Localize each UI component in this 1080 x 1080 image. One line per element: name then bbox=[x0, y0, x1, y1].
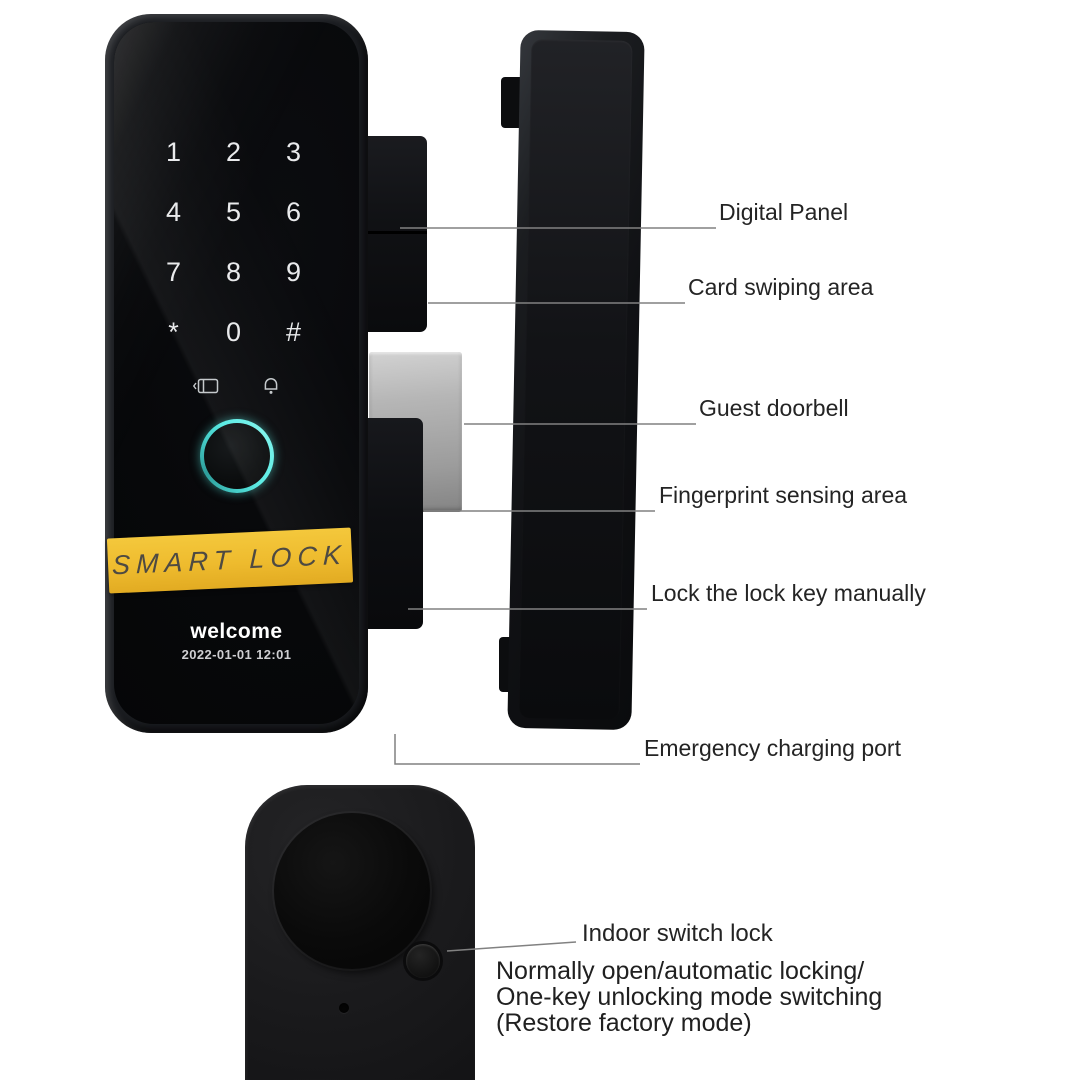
keypad-key: * bbox=[168, 316, 180, 347]
lock-front-glass-panel: 1 2 3 4 5 6 7 8 9 * 0 # bbox=[114, 22, 359, 724]
doorbell-icon bbox=[261, 377, 281, 395]
lower-latch-bolt bbox=[366, 418, 423, 629]
callout-mode-switching: Normally open/automatic locking/ One-key… bbox=[496, 958, 882, 1036]
brand-sticker: SMART LOCK bbox=[106, 527, 354, 594]
reset-pinhole bbox=[339, 1003, 349, 1013]
callout-indoor-switch-lock: Indoor switch lock bbox=[582, 920, 773, 947]
mode-switch-line-1: Normally open/automatic locking/ bbox=[496, 957, 865, 985]
keypad-key: 9 bbox=[285, 256, 303, 287]
keypad-key: 2 bbox=[225, 136, 243, 167]
callout-emergency-charging-port: Emergency charging port bbox=[644, 735, 901, 761]
callout-guest-doorbell: Guest doorbell bbox=[699, 395, 849, 421]
keypad-key: 5 bbox=[225, 196, 243, 227]
mode-switch-line-3: (Restore factory mode) bbox=[496, 1009, 752, 1037]
keypad-key: 8 bbox=[225, 256, 243, 287]
mode-switch-line-2: One-key unlocking mode switching bbox=[496, 983, 883, 1011]
keypad-key: # bbox=[285, 316, 303, 347]
thumb-turn-knob bbox=[274, 813, 430, 969]
callout-manual-lock-key: Lock the lock key manually bbox=[651, 580, 926, 606]
side-mount-tab-top bbox=[501, 77, 521, 128]
digital-keypad: 1 2 3 4 5 6 7 8 9 * 0 # bbox=[144, 122, 324, 362]
callout-fingerprint-sensing-area: Fingerprint sensing area bbox=[659, 482, 908, 508]
keypad-key: 6 bbox=[285, 196, 303, 227]
brand-label: SMART LOCK bbox=[112, 539, 348, 581]
indoor-panel-closeup bbox=[245, 785, 475, 1080]
key-card-icon bbox=[192, 377, 219, 395]
datetime-text: 2022-01-01 12:01 bbox=[181, 647, 292, 662]
upper-latch-bolt bbox=[366, 136, 427, 332]
lock-side-view bbox=[507, 29, 645, 731]
panel-icon-row bbox=[114, 377, 359, 395]
keypad-key: 4 bbox=[165, 196, 183, 227]
keypad-key: 7 bbox=[165, 256, 183, 287]
welcome-text: welcome bbox=[190, 620, 283, 643]
keypad-key: 0 bbox=[225, 316, 243, 347]
keypad-key: 1 bbox=[165, 136, 183, 167]
fingerprint-sensor bbox=[200, 419, 274, 493]
keypad-key: 3 bbox=[285, 136, 303, 167]
lock-front-view: 1 2 3 4 5 6 7 8 9 * 0 # bbox=[105, 14, 368, 733]
mode-switch-button bbox=[406, 944, 440, 978]
callout-card-swiping-area: Card swiping area bbox=[688, 274, 874, 300]
callout-digital-panel: Digital Panel bbox=[719, 199, 849, 225]
